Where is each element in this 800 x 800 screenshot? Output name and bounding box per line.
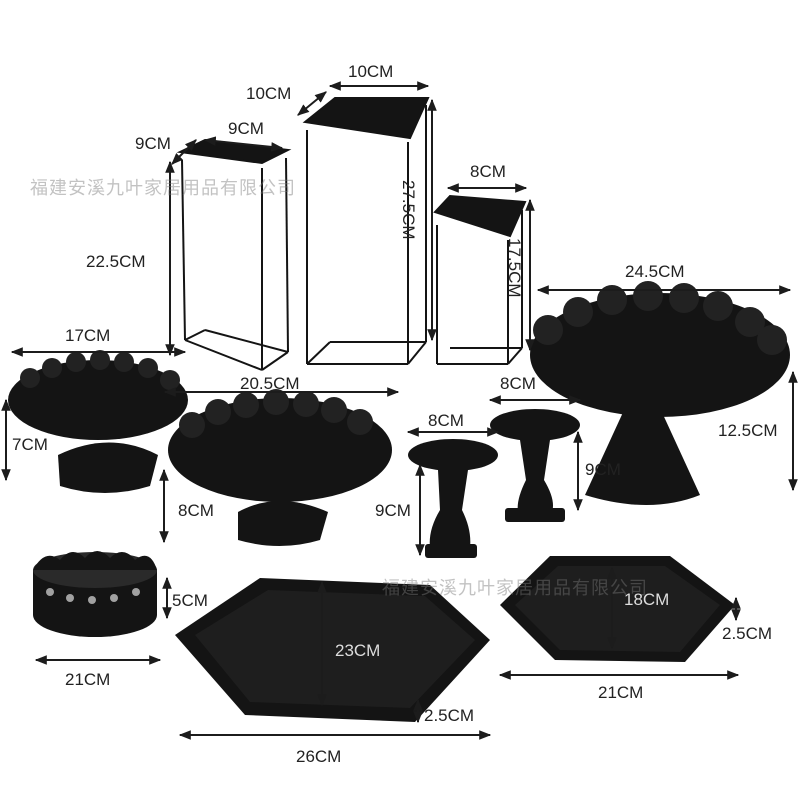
- label-hex-small-width: 21CM: [598, 683, 644, 702]
- label-stand-tall-depth: 10CM: [246, 84, 292, 103]
- plate-right: [530, 281, 790, 505]
- label-candle-b-diameter: 8CM: [500, 374, 536, 393]
- label-stand-small-width: 9CM: [228, 119, 264, 138]
- label-stand-short-width: 8CM: [470, 162, 506, 181]
- label-stand-small-depth: 9CM: [135, 134, 171, 153]
- label-hex-small-depth: 18CM: [624, 590, 670, 609]
- dimension-lines: [1, 81, 798, 740]
- label-plate-right-diameter: 24.5CM: [625, 262, 685, 281]
- label-lace-tray-height: 5CM: [172, 591, 208, 610]
- plate-left: [8, 350, 188, 493]
- stand-short: [433, 194, 527, 365]
- candle-holder-b: [490, 409, 580, 522]
- label-stand-small-height: 22.5CM: [86, 252, 146, 271]
- label-plate-left-diameter: 17CM: [65, 326, 111, 345]
- label-stand-tall-height: 27.5CM: [399, 180, 418, 240]
- watermark-bottom: 福建安溪九叶家居用品有限公司: [382, 578, 648, 599]
- label-stand-short-height: 17.5CM: [505, 238, 524, 298]
- label-hex-large-height: 2.5CM: [424, 706, 475, 725]
- label-plate-right-height: 12.5CM: [718, 421, 778, 440]
- label-plate-left-height: 7CM: [12, 435, 48, 454]
- label-plate-mid-diameter: 20.5CM: [240, 374, 300, 393]
- candle-holder-a: [408, 439, 498, 558]
- hex-tray-small: [500, 556, 735, 662]
- label-candle-b-height: 9CM: [585, 460, 621, 479]
- label-hex-small-height: 2.5CM: [722, 624, 773, 643]
- watermark-top: 福建安溪九叶家居用品有限公司: [30, 178, 296, 199]
- plate-middle: [168, 389, 392, 546]
- label-hex-large-width: 26CM: [296, 747, 342, 766]
- label-lace-tray-diameter: 21CM: [65, 670, 111, 689]
- label-stand-tall-width: 10CM: [348, 62, 394, 81]
- lace-tray: [33, 551, 157, 637]
- hex-tray-large: [175, 578, 490, 722]
- label-candle-a-diameter: 8CM: [428, 411, 464, 430]
- stand-small: [176, 138, 292, 371]
- stand-tall: [302, 97, 430, 365]
- label-hex-large-depth: 23CM: [335, 641, 381, 660]
- label-plate-mid-height: 8CM: [178, 501, 214, 520]
- label-candle-a-height: 9CM: [375, 501, 411, 520]
